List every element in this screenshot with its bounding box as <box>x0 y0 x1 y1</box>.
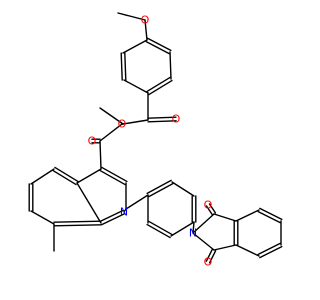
imide-bond-1 <box>192 213 215 234</box>
quinoline-bond-6 <box>76 168 102 184</box>
molecule-diagram: O O O O N N O O <box>28 12 283 269</box>
ester-quinoline-bond <box>99 140 102 170</box>
imide-carbonyl-top-bond-b <box>208 203 217 214</box>
benzo-ring-bond-5-b <box>257 242 281 256</box>
imide-carbonyl-bottom-bond-b <box>205 248 214 262</box>
phenyl-imide-bond <box>192 221 195 234</box>
quinoline-bond-4-b <box>99 209 124 223</box>
anisyl-ring-bond-2 <box>169 51 172 80</box>
quinoline-bond-11-a <box>53 220 102 223</box>
quinoline-bond-4-a <box>101 212 126 226</box>
anisyl-ring-bond-3-a <box>148 79 173 96</box>
imide-nitrogen-label: N <box>189 227 197 240</box>
quinoline-bond-1-b <box>99 169 126 186</box>
ester-oxygen-label: O <box>118 118 127 131</box>
imide-carbonyl-top-bond-a <box>205 205 214 216</box>
ester-oxygen-carbon-bond <box>99 123 123 142</box>
methoxy-aryl-bond <box>144 19 148 41</box>
anisyl-ring-bond-1-b <box>145 40 170 55</box>
ketone-double-bond-a <box>147 116 177 119</box>
quinoline-bond-1-a <box>101 166 128 183</box>
anisyl-ring-bond-5-b <box>124 52 127 81</box>
anisyl-ring-bond-3-b <box>146 76 171 93</box>
methoxy-methyl-bond <box>117 12 146 21</box>
bond-layer <box>28 12 283 264</box>
anisyl-ring-bond-5-a <box>120 52 123 81</box>
imide-oxygen-bottom-label: O <box>204 256 213 269</box>
phenyl-ring-bond-4 <box>170 221 195 237</box>
structure-canvas: O O O O N N O O <box>28 12 283 269</box>
benzo-ring-bond-3-a <box>259 207 283 221</box>
quinoline-bond-10 <box>30 210 55 225</box>
ketone-alpha-bond <box>122 119 149 125</box>
anisyl-ring-bond-1-a <box>147 37 172 52</box>
benzo-ring-bond-6 <box>235 244 260 257</box>
phenyl-ring-bond-2 <box>171 181 195 197</box>
methoxy-oxygen-label: O <box>141 14 150 27</box>
phenyl-ring-bond-1-b <box>148 182 174 198</box>
anisyl-ring-bond-6 <box>122 39 148 54</box>
benzo-ring-bond-5-a <box>259 245 283 259</box>
quinoline-bond-11-b <box>53 224 102 227</box>
imide-carbonyl-bottom-bond-a <box>208 250 217 264</box>
ketone-oxygen-label: O <box>172 113 181 126</box>
imide-ring-bond-1 <box>213 213 237 222</box>
alpha-methyl-bond <box>99 107 124 125</box>
quinoline-bond-5 <box>76 182 102 224</box>
quinoline-bond-7-a <box>52 169 77 186</box>
phenyl-ring-bond-5-b <box>148 220 173 236</box>
phenyl-ring-bond-5-a <box>146 223 171 239</box>
imide-bond-2 <box>192 232 215 251</box>
quinoline-nitrogen-label: N <box>120 206 128 219</box>
atom-label-layer: O O O O N N O O <box>88 14 213 269</box>
benzo-ring-bond-2 <box>235 209 260 222</box>
ester-carbonyl-oxygen-label: O <box>88 135 97 148</box>
imide-oxygen-top-label: O <box>204 199 213 212</box>
phenyl-ring-bond-1-a <box>146 179 172 195</box>
ketone-double-bond-b <box>147 120 177 123</box>
benzo-ring-bond-3-b <box>257 210 281 224</box>
imide-ring-bond-2 <box>213 244 237 251</box>
quinoline-bond-8 <box>30 168 55 185</box>
anisyl-ring-bond-4 <box>123 79 149 94</box>
quinoline-bond-7-b <box>54 166 79 183</box>
quinoline-phenyl-bond <box>125 194 149 210</box>
